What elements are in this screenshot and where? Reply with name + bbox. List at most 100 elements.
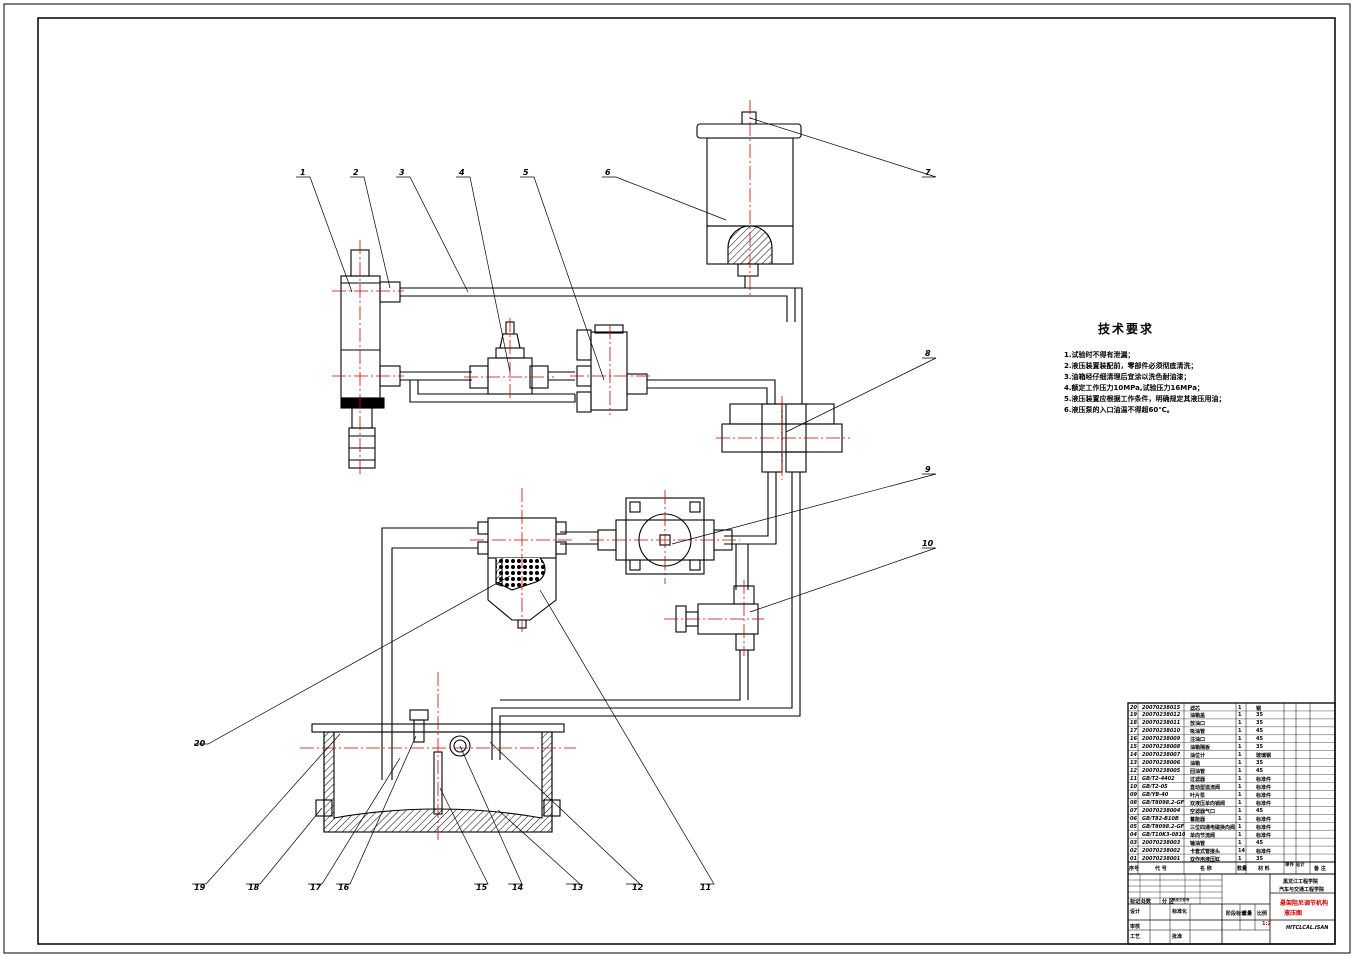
parts-cell-code: 20070238005	[1142, 768, 1181, 775]
parts-cell-no: 12	[1130, 768, 1137, 775]
ratio-label: 比例	[1257, 911, 1268, 917]
parts-cell-material: 钢	[1256, 705, 1262, 712]
callout-17: 17	[310, 883, 322, 892]
parts-cell-name: 蓄能器	[1190, 816, 1206, 823]
oil-filter	[477, 517, 567, 629]
row-label-zone: 分 区	[1162, 899, 1174, 905]
row-label-change: 更改文件号	[1172, 898, 1190, 902]
parts-cell-no: 03	[1130, 839, 1137, 846]
technical-requirements-list: 1.试验时不得有泄漏； 2.液压装置装配前，零部件必须彻底清洗； 3.油箱经仔细…	[1064, 350, 1244, 416]
parts-cell-material: 标准件	[1256, 848, 1272, 855]
parts-cell-qty: 1	[1238, 839, 1242, 846]
parts-header-material: 材 料	[1258, 866, 1270, 872]
inner-border	[37, 17, 1336, 945]
callout-20: 20	[194, 739, 206, 748]
parts-cell-material: 标准件	[1256, 816, 1272, 823]
parts-cell-material: 45	[1256, 768, 1263, 775]
stage-label: 阶段标记	[1226, 911, 1247, 917]
callout-1: 1	[300, 168, 306, 177]
parts-cell-name: 注油口	[1190, 737, 1206, 744]
parts-cell-qty: 1	[1238, 752, 1242, 759]
parts-cell-no: 04	[1130, 831, 1137, 838]
parts-cell-name: 双液压单向锁阀	[1190, 800, 1226, 807]
solenoid-directional-valve	[576, 324, 648, 413]
parts-header-weight: 单件 总计	[1285, 863, 1305, 868]
parts-header-name: 名 称	[1200, 866, 1212, 872]
parts-cell-no: 19	[1130, 712, 1137, 719]
parts-cell-name: 滤芯	[1190, 705, 1201, 712]
parts-cell-code: 20070238008	[1142, 744, 1181, 751]
parts-cell-name: 叶片泵	[1190, 792, 1206, 799]
parts-cell-material: 标准件	[1256, 824, 1272, 831]
callout-18: 18	[248, 883, 260, 892]
parts-cell-material: 45	[1256, 839, 1263, 846]
standard-label: 标准化	[1172, 909, 1188, 915]
callout-14: 14	[512, 883, 524, 892]
approve-label: 批准	[1172, 934, 1183, 940]
parts-cell-qty: 1	[1238, 823, 1242, 830]
parts-cell-no: 01	[1130, 855, 1137, 862]
parts-cell-no: 14	[1130, 752, 1137, 759]
parts-cell-code: 20070238001	[1142, 855, 1181, 862]
parts-cell-material: 35	[1256, 712, 1263, 719]
parts-cell-no: 02	[1130, 847, 1137, 854]
callout-9: 9	[925, 465, 931, 474]
parts-cell-name: 单向节流阀	[1190, 832, 1216, 839]
parts-cell-material: 标准件	[1256, 777, 1272, 784]
parts-cell-code: 20070238015	[1142, 704, 1181, 711]
parts-cell-qty: 1	[1238, 728, 1242, 735]
callout-15: 15	[476, 883, 488, 892]
parts-cell-qty: 1	[1238, 744, 1242, 751]
parts-cell-material: 35	[1256, 760, 1263, 767]
parts-cell-name: 油箱隔板	[1190, 745, 1211, 752]
drawing-code: HITCLCAL.ISAN	[1286, 925, 1329, 931]
parts-cell-qty: 1	[1238, 768, 1242, 775]
school-name: 黑龙江工程学院	[1283, 879, 1319, 885]
parts-cell-material: 标准件	[1256, 792, 1272, 799]
parts-cell-no: 16	[1130, 736, 1137, 743]
parts-cell-no: 11	[1130, 776, 1137, 783]
parts-cell-material: 标准件	[1256, 832, 1272, 839]
callout-4: 4	[458, 168, 465, 177]
parts-cell-material: 35	[1256, 720, 1263, 727]
parts-cell-material: 45	[1256, 807, 1263, 814]
callout-10: 10	[922, 539, 934, 548]
parts-cell-name: 双作用液压缸	[1190, 856, 1221, 863]
parts-cell-qty: 1	[1238, 712, 1242, 719]
parts-cell-material: 35	[1256, 744, 1263, 751]
parts-cell-code: 20070238006	[1142, 760, 1181, 767]
parts-cell-material: 标准件	[1256, 785, 1272, 791]
parts-cell-code: GB/YB-40	[1142, 791, 1169, 798]
parts-cell-code: GB/T2-05	[1142, 784, 1168, 790]
parts-cell-code: 20070238007	[1142, 752, 1181, 759]
parts-cell-qty: 1	[1238, 831, 1242, 838]
leader-lines	[192, 117, 937, 885]
parts-cell-material: 玻璃钢	[1256, 753, 1272, 760]
technical-requirements-title: 技术要求	[1098, 322, 1155, 336]
drawing-title: 悬架阻尼调节机构	[1280, 900, 1329, 907]
parts-cell-code: 20070238002	[1142, 847, 1181, 854]
parts-cell-code: 20070238003	[1142, 839, 1181, 846]
outer-border	[3, 3, 1351, 954]
parts-cell-no: 06	[1130, 815, 1137, 822]
row-label-mark: 标记	[1130, 899, 1141, 905]
parts-cell-no: 05	[1130, 823, 1137, 830]
parts-header-note: 备 注	[1314, 866, 1326, 872]
parts-header-qty: 数量	[1237, 866, 1248, 872]
parts-cell-qty: 1	[1238, 807, 1242, 814]
parts-cell-no: 15	[1130, 744, 1137, 751]
hydraulic-cylinder	[340, 249, 401, 469]
parts-cell-qty: 1	[1238, 815, 1242, 822]
parts-cell-no: 13	[1130, 760, 1137, 767]
parts-cell-name: 三位四通电磁换向阀	[1190, 824, 1236, 831]
parts-cell-code: GB/T10K3-0810	[1142, 831, 1186, 838]
callout-16: 16	[338, 883, 350, 892]
parts-cell-name: 油箱盖	[1190, 713, 1206, 720]
parts-cell-no: 17	[1130, 728, 1137, 735]
parts-cell-qty: 1	[1238, 791, 1242, 798]
requirement-item: 2.液压装置装配前，零部件必须彻底清洗；	[1064, 362, 1198, 370]
parts-cell-qty: 1	[1238, 704, 1242, 711]
parts-cell-code: 20070238011	[1142, 720, 1181, 727]
callout-6: 6	[605, 168, 611, 177]
